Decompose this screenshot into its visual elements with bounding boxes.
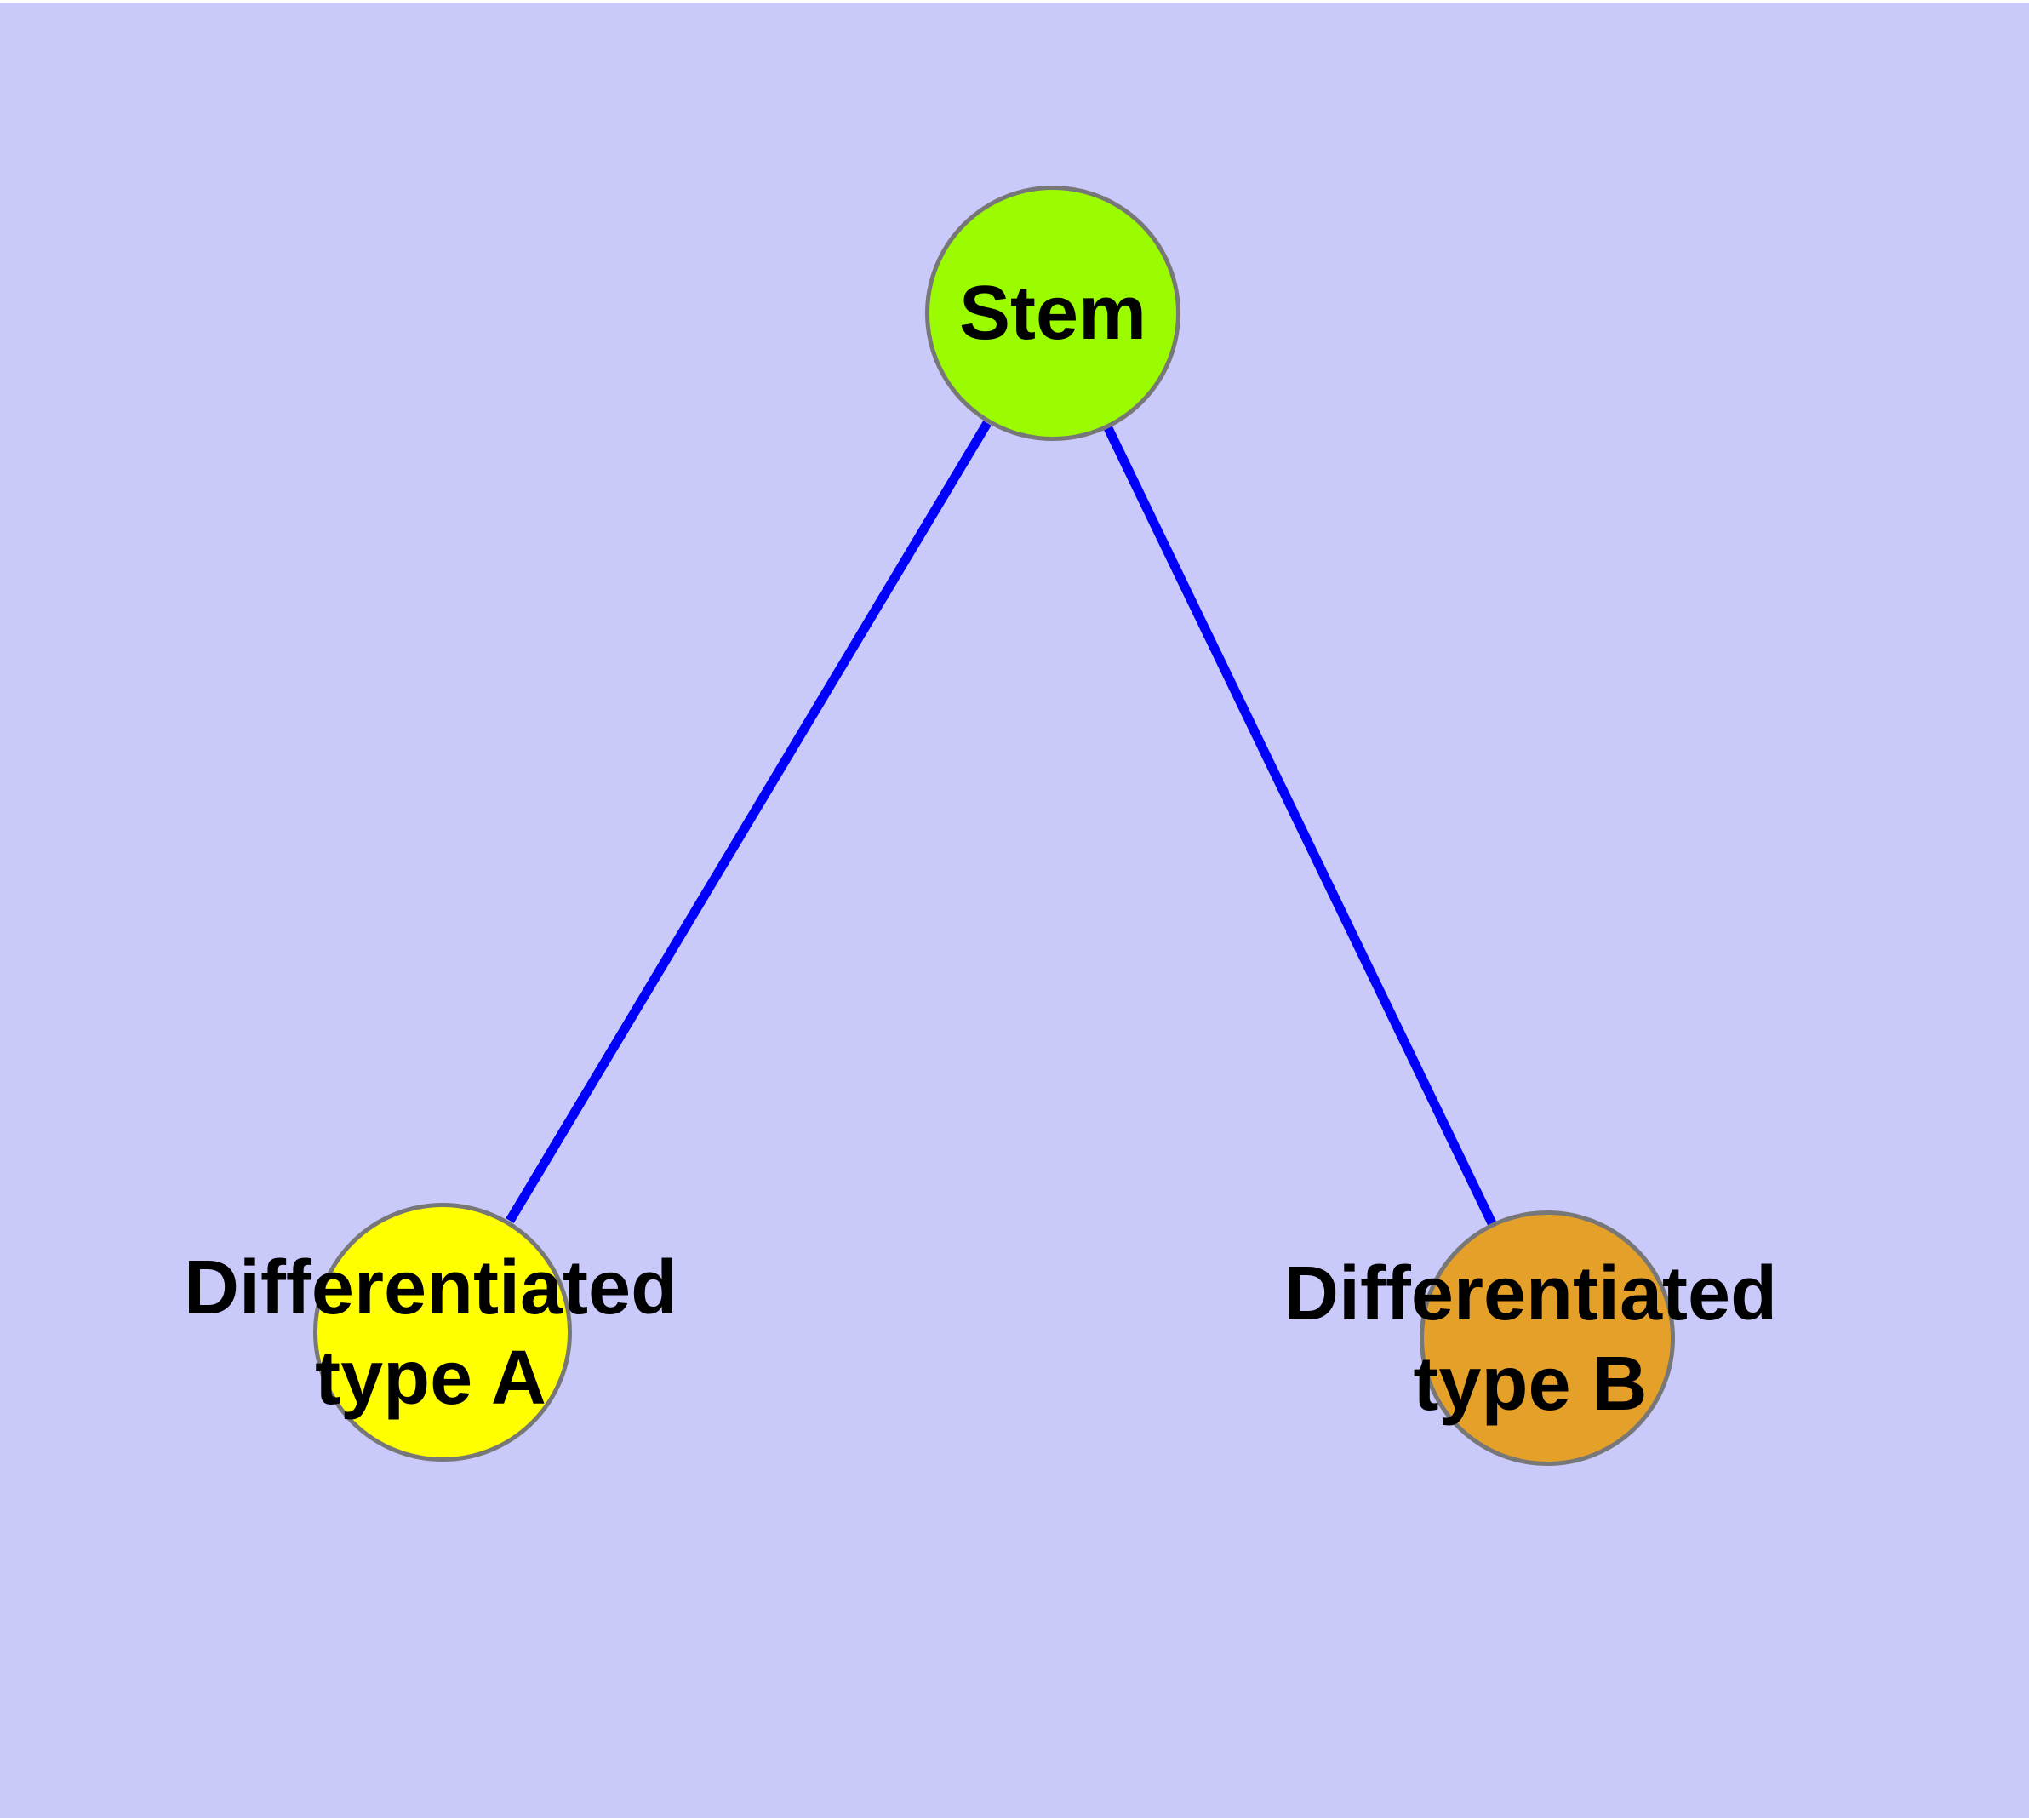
node-label-type-b-line-1: Differentiated	[1283, 1251, 1778, 1336]
node-label-type-a-line-2: type A	[315, 1336, 546, 1421]
edge-stem-to-type-b	[1104, 426, 1496, 1226]
node-label-stem-text: Stem	[958, 271, 1147, 356]
node-label-type-a-line-1: Differentiated	[183, 1245, 678, 1331]
node-differentiated-type-a	[313, 1203, 572, 1462]
node-label-type-b-line-2: type B	[1413, 1342, 1648, 1427]
node-differentiated-type-b	[1420, 1210, 1675, 1466]
node-stem	[925, 186, 1180, 441]
edge-stem-to-type-a	[506, 421, 992, 1223]
node-label-stem: Stem	[959, 268, 1146, 358]
node-label-differentiated-type-a: Differentiated type A	[184, 1243, 677, 1423]
node-label-differentiated-type-b: Differentiated type B	[1283, 1249, 1777, 1429]
